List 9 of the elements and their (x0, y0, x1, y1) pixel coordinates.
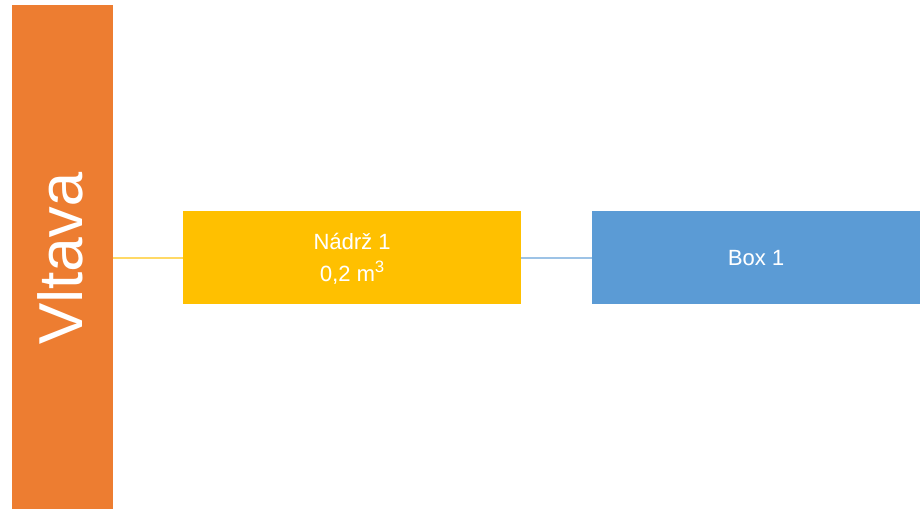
river-label: Vltava (31, 172, 93, 344)
box-title: Nádrž 1 (313, 230, 391, 252)
connector-line (113, 257, 183, 259)
process-box (592, 211, 920, 304)
connector-line (521, 257, 592, 259)
tank-box (183, 211, 521, 304)
volume-label: 0,2 m$^{3}$ (320, 262, 384, 284)
river-bar (12, 5, 113, 509)
box-title: Box 1 (728, 246, 784, 268)
